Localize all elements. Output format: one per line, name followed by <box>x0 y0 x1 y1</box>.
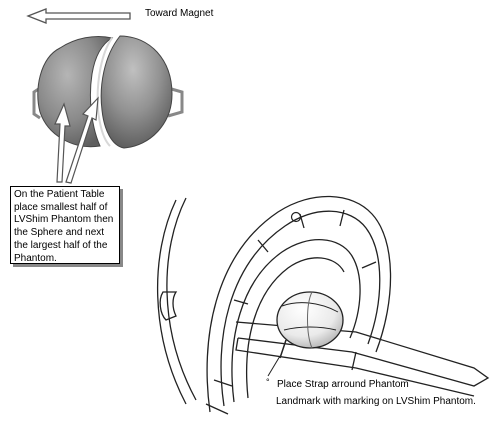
callout-line: the largest half of the <box>14 239 108 251</box>
callout-line: Phantom. <box>14 252 57 264</box>
strap-instruction-label: Place Strap arround Phantom <box>277 379 409 390</box>
strap-leader-line <box>267 355 281 377</box>
callout-line: place smallest half of <box>14 201 108 213</box>
toward-magnet-arrow <box>26 8 131 24</box>
callout-line: the Sphere and next <box>14 227 105 239</box>
instruction-callout: On the Patient Table place smallest half… <box>10 186 120 264</box>
landmark-instruction-label: Landmark with marking on LVShim Phantom. <box>276 396 476 407</box>
mri-scanner-illustration <box>156 195 490 415</box>
toward-magnet-label: Toward Magnet <box>145 8 214 19</box>
callout-line: LVShim Phantom then <box>14 214 114 226</box>
strap-bullet: ° <box>266 377 270 387</box>
pointer-arrows <box>54 96 99 184</box>
callout-line: On the Patient Table <box>14 189 105 200</box>
phantom-halves-illustration <box>32 35 184 149</box>
phantom-on-table <box>276 291 344 359</box>
